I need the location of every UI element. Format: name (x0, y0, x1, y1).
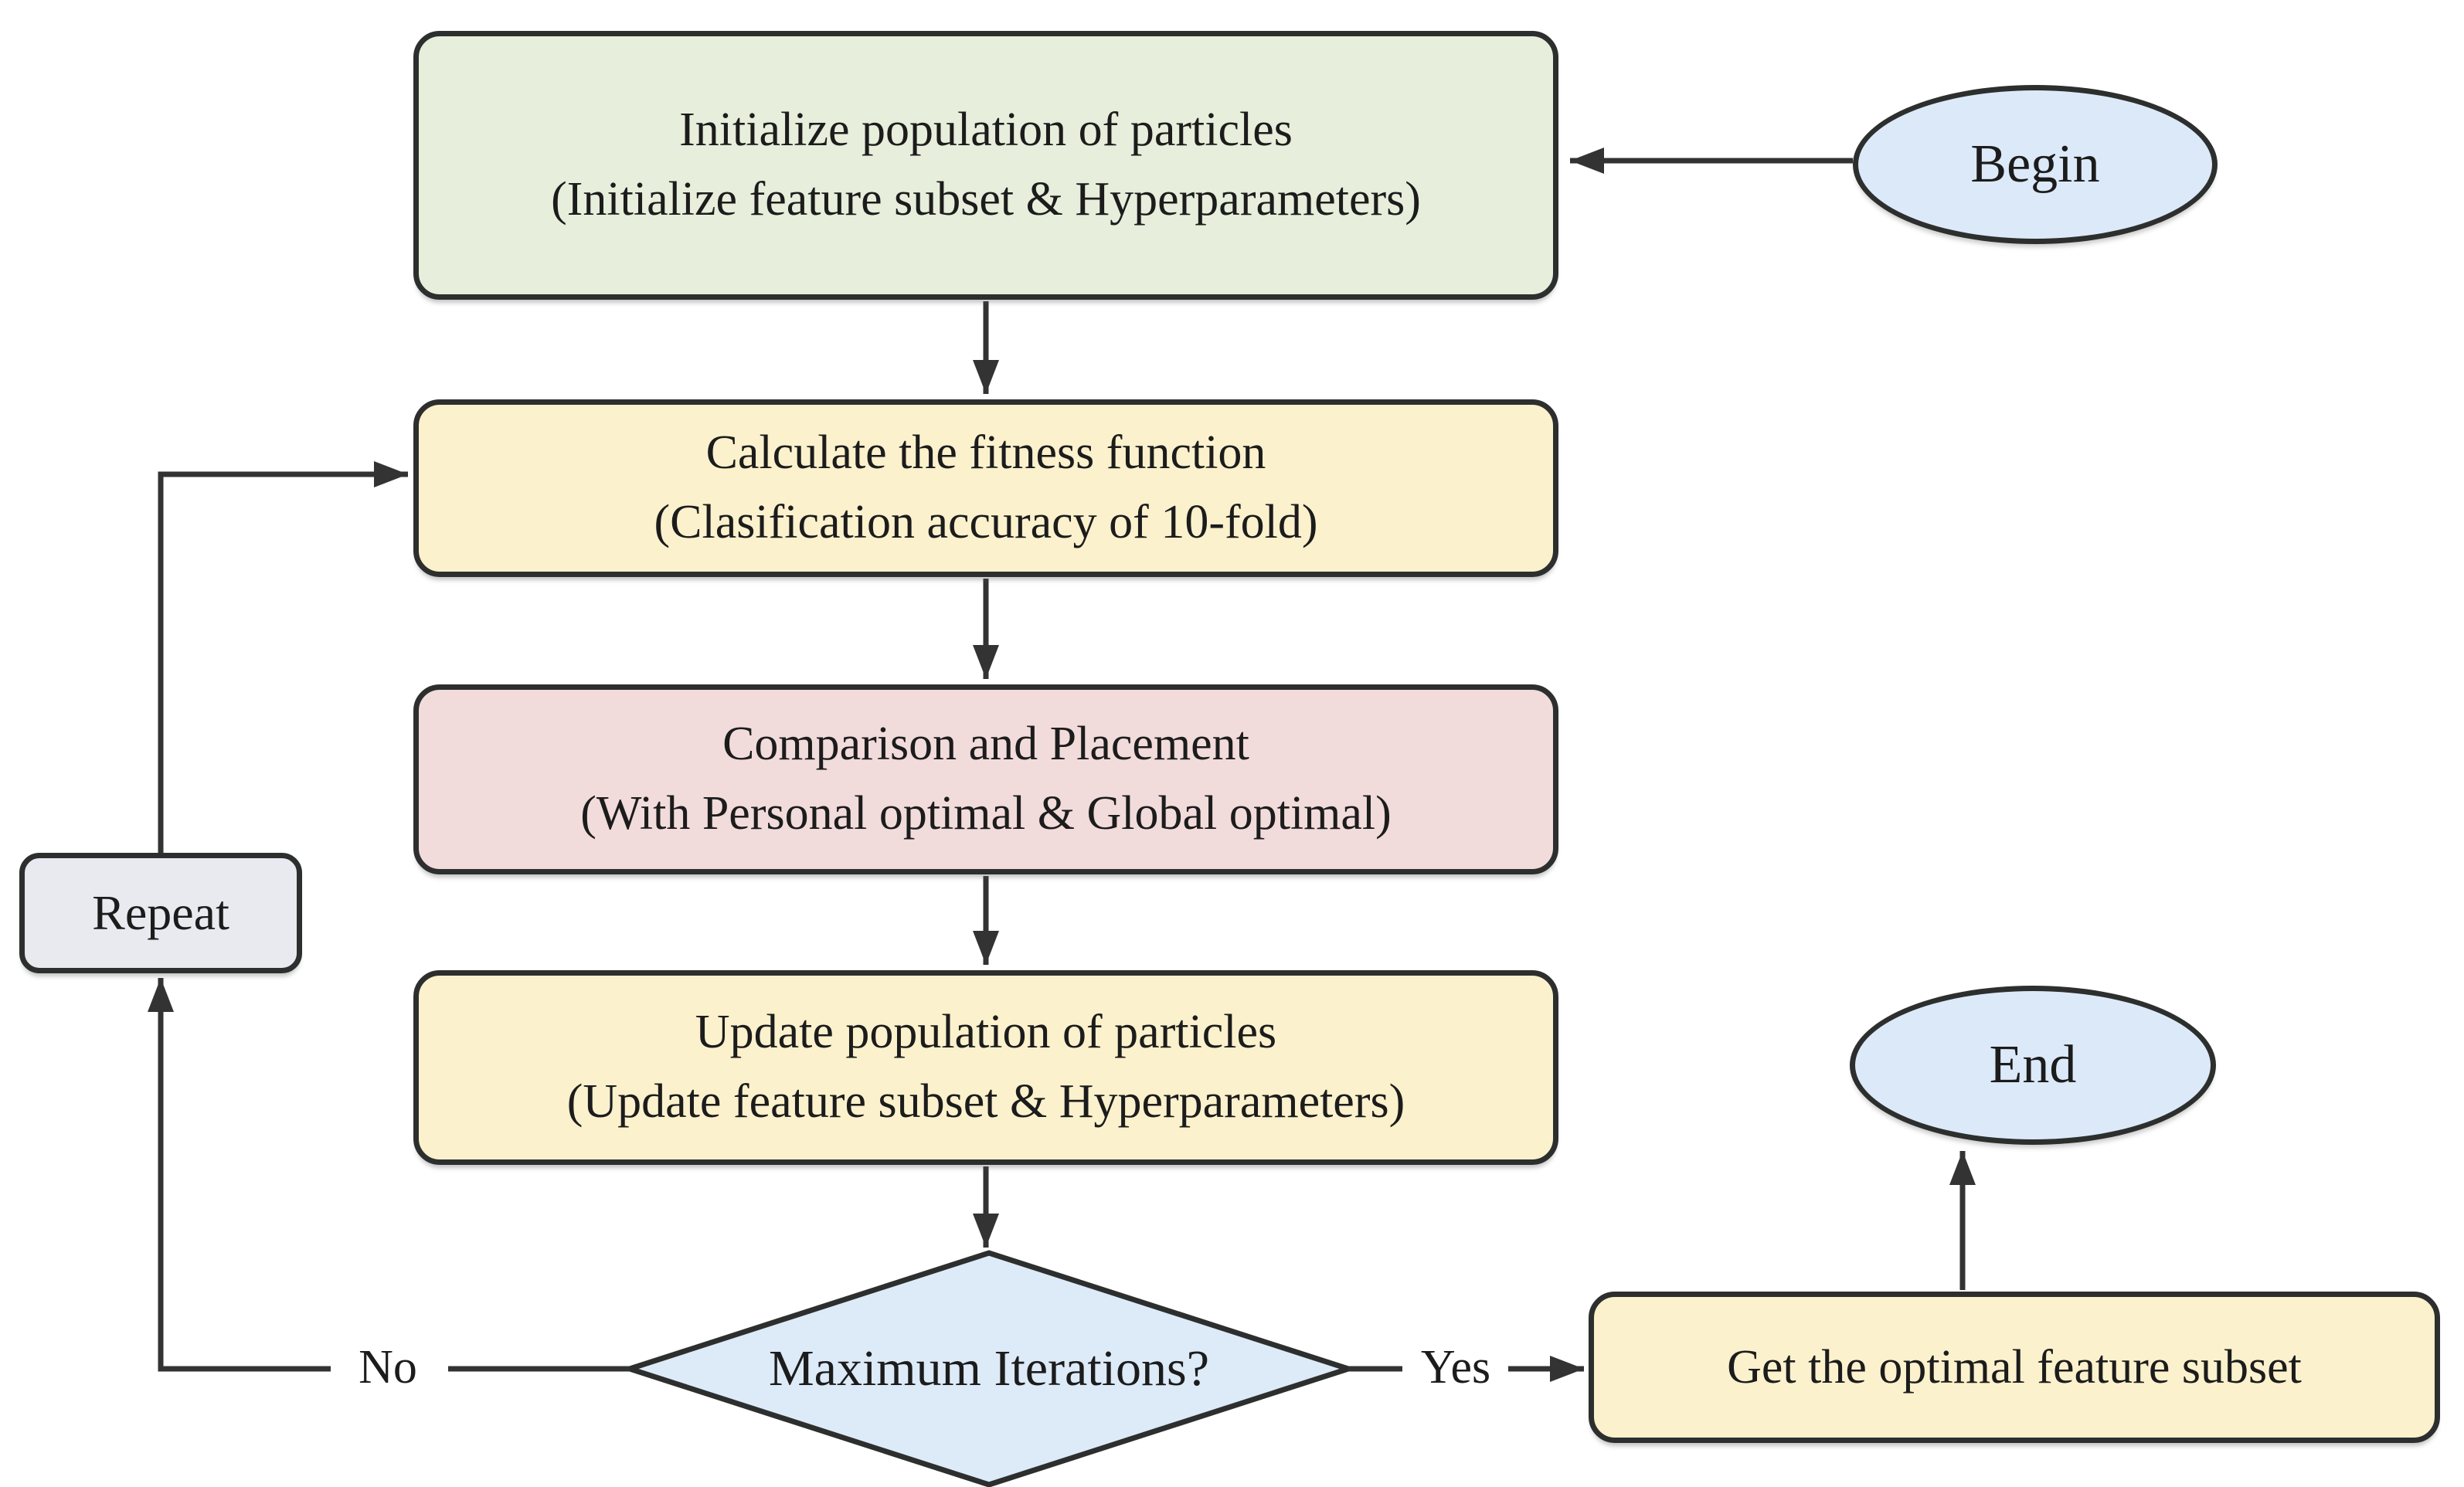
fitness-line2: (Clasification accuracy of 10-fold) (654, 496, 1318, 548)
edge-label-yes: Yes (1420, 1341, 1491, 1394)
get-optimal-label: Get the optimal feature subset (1727, 1340, 2302, 1394)
comparison-line1: Comparison and Placement (722, 718, 1249, 771)
node-calculate-fitness: Calculate the fitness function (Clasific… (413, 399, 1558, 577)
update-line2: (Update feature subset & Hyperparameters… (566, 1075, 1405, 1128)
decision-label: Maximum Iterations? (768, 1340, 1210, 1397)
node-comparison-placement: Comparison and Placement (With Personal … (413, 684, 1558, 874)
edge-no-to-repeat (148, 978, 331, 1372)
node-decision-maximum-iterations: Maximum Iterations? (680, 1307, 1298, 1431)
begin-label: Begin (1970, 134, 2100, 194)
initialize-line2: (Initialize feature subset & Hyperparame… (551, 173, 1421, 226)
node-initialize-population: Initialize population of particles (Init… (413, 31, 1558, 300)
fitness-line1: Calculate the fitness function (705, 426, 1266, 480)
edge-label-no: No (359, 1341, 417, 1394)
update-line1: Update population of particles (695, 1006, 1277, 1059)
end-label: End (1989, 1035, 2077, 1095)
node-repeat: Repeat (19, 853, 302, 973)
repeat-label: Repeat (92, 885, 229, 940)
initialize-line1: Initialize population of particles (679, 104, 1293, 157)
comparison-line2: (With Personal optimal & Global optimal) (580, 787, 1392, 840)
node-begin: Begin (1853, 85, 2218, 244)
edge-repeat-to-fitness (158, 461, 408, 853)
node-end: End (1850, 986, 2216, 1145)
node-get-optimal-subset: Get the optimal feature subset (1589, 1292, 2440, 1443)
node-update-population: Update population of particles (Update f… (413, 970, 1558, 1165)
